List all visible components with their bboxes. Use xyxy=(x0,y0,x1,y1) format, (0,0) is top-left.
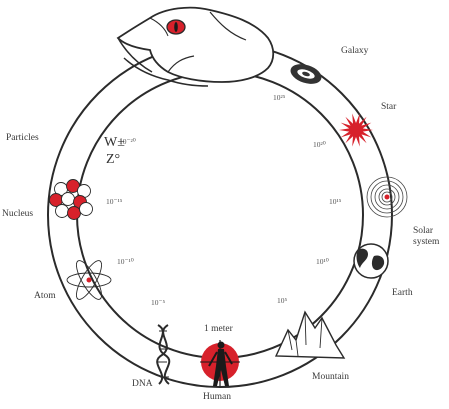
label-star: Star xyxy=(381,103,396,113)
exponent-solar-system: 10¹⁵ xyxy=(329,198,341,206)
label-atom: Atom xyxy=(34,292,56,302)
label-particles: Particles xyxy=(6,134,39,144)
label-solar-system-line2: system xyxy=(413,238,439,248)
mountain-icon xyxy=(276,312,344,358)
label-solar-system-line1: Solar xyxy=(413,227,433,237)
label-mountain: Mountain xyxy=(312,373,349,383)
serpent-head xyxy=(118,8,273,86)
label-dna: DNA xyxy=(132,380,153,390)
label-one-meter: 1 meter xyxy=(204,325,233,335)
atom-icon xyxy=(67,257,111,302)
exponent-earth: 10¹⁰ xyxy=(316,258,329,266)
label-earth: Earth xyxy=(392,289,413,299)
solar-system-icon xyxy=(367,177,407,217)
nucleus-icon xyxy=(50,180,93,220)
z-boson-symbol: Z° xyxy=(106,153,120,167)
label-human: Human xyxy=(203,393,231,403)
exponent-atom: 10⁻¹⁰ xyxy=(117,258,134,266)
earth-icon xyxy=(354,244,388,278)
exponent-dna: 10⁻⁵ xyxy=(151,299,165,307)
label-nucleus: Nucleus xyxy=(2,210,33,220)
exponent-galaxy: 10²⁵ xyxy=(273,94,285,102)
exponent-nucleus: 10⁻¹⁵ xyxy=(106,198,122,206)
w-boson-symbol: W± xyxy=(104,136,125,150)
serpent-body xyxy=(48,43,392,387)
galaxy-icon xyxy=(288,60,324,87)
star-icon xyxy=(339,113,373,146)
label-galaxy: Galaxy xyxy=(341,47,368,57)
exponent-star: 10²⁰ xyxy=(313,141,326,149)
human-icon xyxy=(200,340,240,386)
exponent-mountain: 10⁵ xyxy=(277,297,287,305)
